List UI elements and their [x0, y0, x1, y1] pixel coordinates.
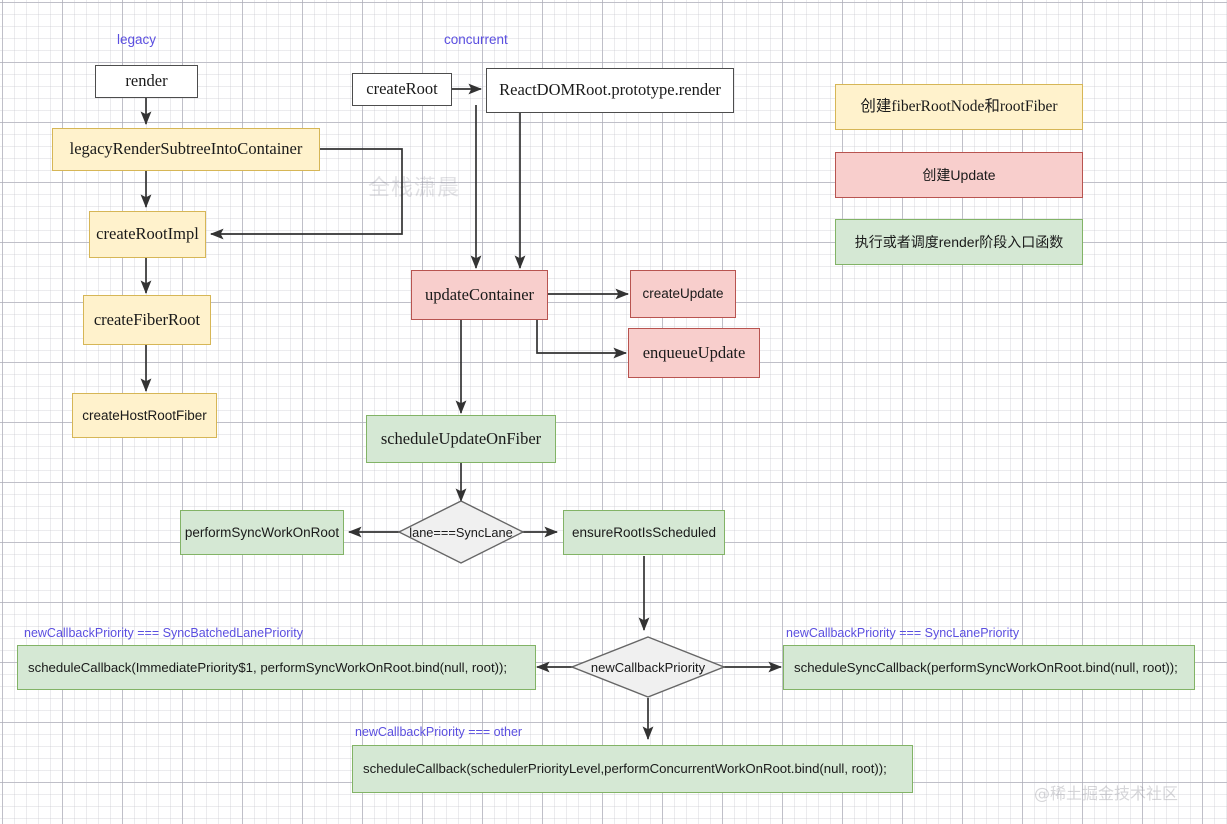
node-create-host-root-fiber[interactable]: createHostRootFiber — [72, 393, 217, 438]
decision-new-callback-priority-label: newCallbackPriority — [590, 659, 706, 675]
branch-label-sync-batched: newCallbackPriority === SyncBatchedLaneP… — [24, 626, 303, 640]
watermark-corner: @稀土掘金技术社区 — [1034, 784, 1179, 803]
node-update-container[interactable]: updateContainer — [411, 270, 548, 320]
column-label-legacy: legacy — [117, 32, 157, 47]
node-render[interactable]: render — [95, 65, 198, 98]
node-create-root[interactable]: createRoot — [352, 73, 452, 106]
legend-item-create-update: 创建Update — [835, 152, 1083, 198]
decision-shape — [398, 500, 524, 564]
node-reactdomroot-prototype-render[interactable]: ReactDOMRoot.prototype.render — [486, 68, 734, 113]
node-create-root-impl[interactable]: createRootImpl — [89, 211, 206, 258]
node-create-fiber-root[interactable]: createFiberRoot — [83, 295, 211, 345]
node-schedule-callback-immediate[interactable]: scheduleCallback(ImmediatePriority$1, pe… — [17, 645, 536, 690]
watermark-center: 全栈潇晨 — [368, 176, 461, 201]
node-create-update[interactable]: createUpdate — [630, 270, 736, 318]
decision-lane-sync-lane[interactable]: lane===SyncLane — [398, 500, 524, 564]
decision-lane-sync-lane-label: lane===SyncLane — [409, 524, 513, 540]
column-label-concurrent: concurrent — [444, 32, 508, 47]
legend-item-create-fiber-root-node: 创建fiberRootNode和rootFiber — [835, 84, 1083, 130]
branch-label-sync-lane-priority: newCallbackPriority === SyncLanePriority — [786, 626, 1020, 640]
node-legacy-render-subtree-into-container[interactable]: legacyRenderSubtreeIntoContainer — [52, 128, 320, 171]
node-schedule-update-on-fiber[interactable]: scheduleUpdateOnFiber — [366, 415, 556, 463]
legend-item-schedule-render-entry: 执行或者调度render阶段入口函数 — [835, 219, 1083, 265]
branch-label-other: newCallbackPriority === other — [355, 725, 523, 739]
node-enqueue-update[interactable]: enqueueUpdate — [628, 328, 760, 378]
node-ensure-root-is-scheduled[interactable]: ensureRootIsScheduled — [563, 510, 725, 555]
node-schedule-sync-callback[interactable]: scheduleSyncCallback(performSyncWorkOnRo… — [783, 645, 1195, 690]
node-schedule-callback-concurrent[interactable]: scheduleCallback(schedulerPriorityLevel,… — [352, 745, 913, 793]
decision-new-callback-priority[interactable]: newCallbackPriority — [571, 636, 725, 698]
decision-shape — [571, 636, 725, 698]
node-perform-sync-work-on-root[interactable]: performSyncWorkOnRoot — [180, 510, 344, 555]
